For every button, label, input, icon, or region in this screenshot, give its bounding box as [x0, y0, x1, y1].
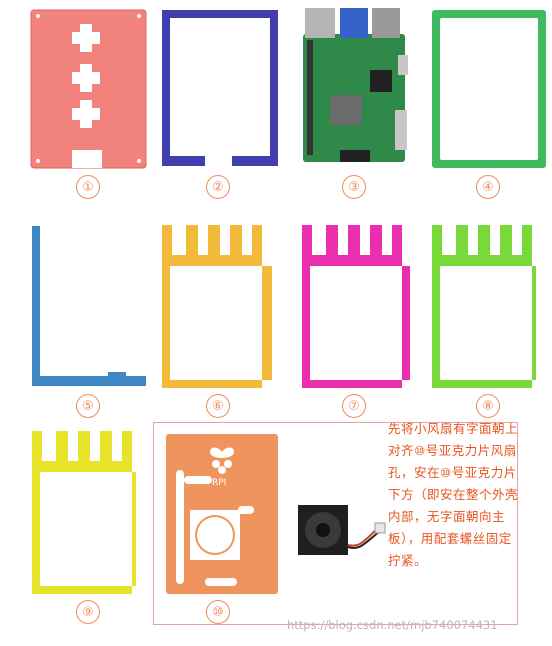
part-number-8: ⑧: [476, 394, 500, 418]
part-number-3: ③: [342, 175, 366, 199]
panel-10-text: RPI: [212, 478, 227, 488]
part-number-4: ④: [476, 175, 500, 199]
part-number-9: ⑨: [76, 600, 100, 624]
part-number-7: ⑦: [342, 394, 366, 418]
part-number-2: ②: [206, 175, 230, 199]
plus-cutout-icon: [72, 24, 100, 128]
watermark-url: https://blog.csdn.net/mjb740074431: [287, 618, 498, 632]
highlight-box: [153, 422, 518, 625]
part-number-1: ①: [76, 175, 100, 199]
part-number-6: ⑥: [206, 394, 230, 418]
part-number-10: ⑩: [206, 600, 230, 624]
part-number-5: ⑤: [76, 394, 100, 418]
fan-instruction-text: 先将小风扇有字面朝上对齐⑩号亚克力片风扇孔，安在⑩号亚克力片下方（即安在整个外壳…: [388, 421, 519, 568]
